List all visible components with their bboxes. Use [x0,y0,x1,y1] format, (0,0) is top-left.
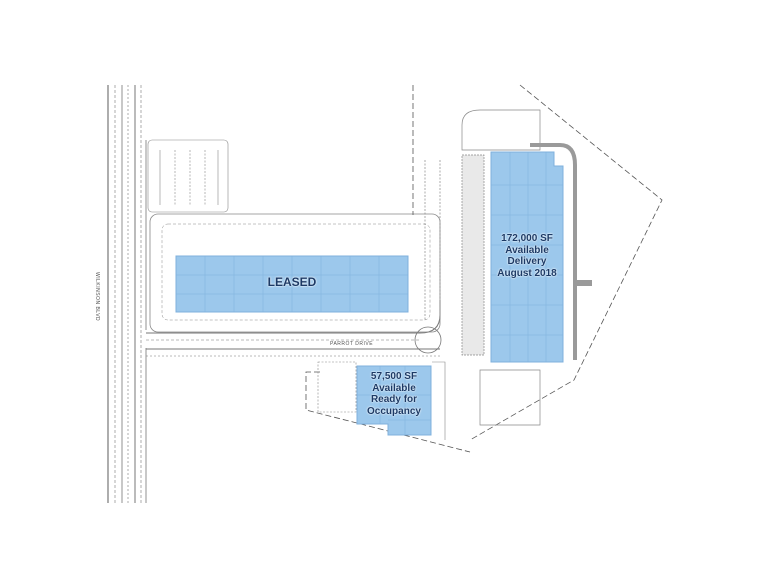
building-3-status: Available [372,382,416,394]
building-2-available[interactable] [490,151,564,363]
building-2-delivery: Delivery [507,256,547,267]
building-3-occupancy: Occupancy [367,405,421,417]
building-3-size: 57,500 SF [370,371,418,382]
building-2-status: Available [505,244,549,256]
building-2-date: August 2018 [497,267,557,279]
parking-lot-north-west [147,139,229,213]
building-3-label: 57,500 SF Available Ready for Occupancy [357,371,431,417]
building-2-site [424,109,592,426]
building-3-site [317,361,446,440]
building-2-label: 172,000 SF Available Delivery August 201… [491,233,563,279]
wilkinson-blvd-road [107,85,147,503]
building-3-ready: Ready for [370,394,418,405]
building-1-label: LEASED [176,275,408,290]
parrot-drive-label: PARROT DRIVE [330,341,374,347]
building-2-size: 172,000 SF [501,233,553,244]
building-1-leased[interactable] [175,255,409,313]
wilkinson-blvd-label: WILKINSON BLVD [94,272,100,322]
building-3-available[interactable] [356,365,432,436]
building-1-status: LEASED [267,275,317,289]
